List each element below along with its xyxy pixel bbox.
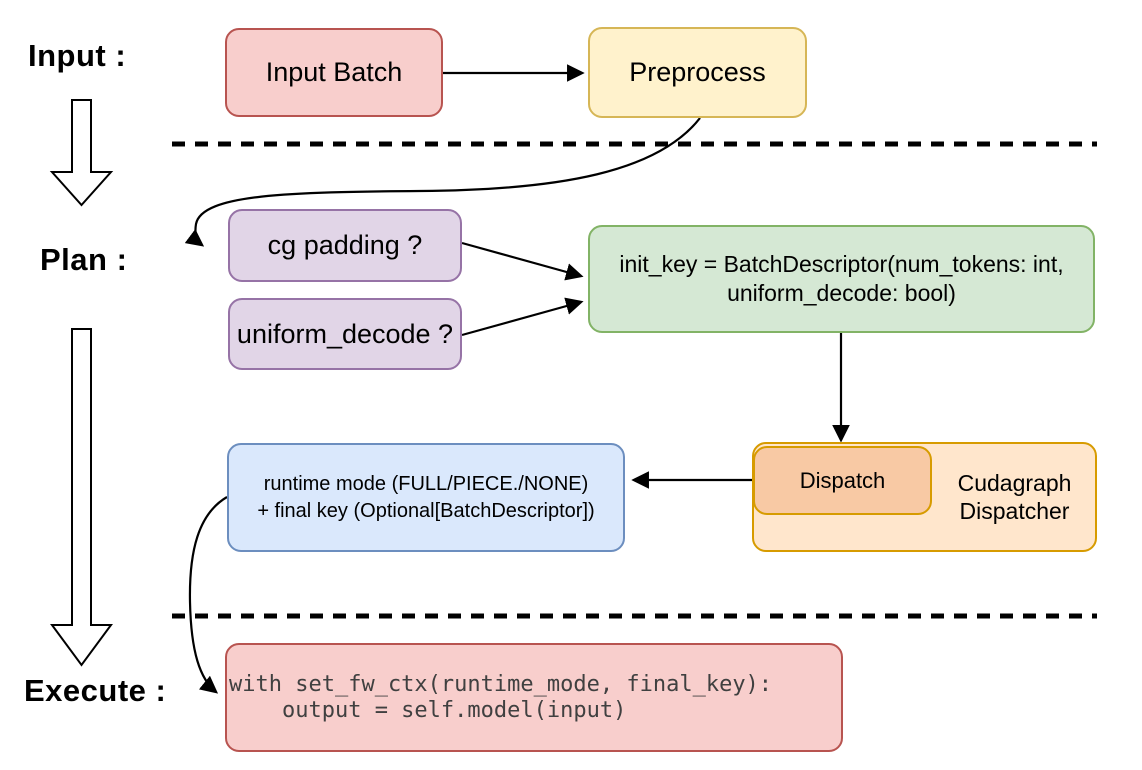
execute-code-line2: output = self.model(input) [229, 697, 627, 723]
execute-code-line1: with set_fw_ctx(runtime_mode, final_key)… [229, 671, 773, 697]
node-input-batch-label: Input Batch [265, 57, 403, 87]
node-cudagraph-dispatcher-line1: Cudagraph [957, 470, 1072, 496]
node-runtime-result-line2: + final key (Optional[BatchDescriptor]) [257, 499, 595, 522]
node-cg-padding-label: cg padding ? [267, 230, 423, 260]
stage-flow-down-arrow-long-icon [50, 328, 113, 667]
node-dispatch: Dispatch [753, 446, 932, 515]
node-input-batch: Input Batch [225, 28, 443, 117]
node-cudagraph-dispatcher-line2: Dispatcher [959, 498, 1070, 524]
node-preprocess: Preprocess [588, 27, 807, 118]
node-uniform-decode: uniform_decode ? [228, 298, 462, 370]
node-dispatch-label: Dispatch [799, 467, 886, 493]
node-uniform-decode-label: uniform_decode ? [236, 318, 454, 349]
node-execute-code: with set_fw_ctx(runtime_mode, final_key)… [225, 643, 843, 752]
connector-cg-padding-to-init-key [461, 241, 584, 281]
node-cudagraph-dispatcher-label: Cudagraph Dispatcher [932, 444, 1097, 550]
node-runtime-result-line1: runtime mode (FULL/PIECE./NONE) [263, 472, 589, 495]
connector-preprocess-to-cg-padding [184, 117, 701, 247]
node-preprocess-label: Preprocess [629, 57, 766, 87]
node-init-key: init_key = BatchDescriptor(num_tokens: i… [588, 225, 1095, 333]
stage-label-execute: Execute : [24, 673, 167, 708]
stage-label-plan: Plan : [40, 242, 128, 277]
connector-runtime-result-to-execute-code [188, 496, 228, 694]
node-init-key-line2: uniform_decode: bool) [727, 280, 956, 306]
node-cg-padding: cg padding ? [228, 209, 462, 282]
node-runtime-result: runtime mode (FULL/PIECE./NONE) + final … [227, 443, 625, 552]
stage-flow-down-arrow-icon [49, 99, 114, 207]
connector-uniform-decode-to-init-key [461, 297, 584, 337]
node-init-key-line1: init_key = BatchDescriptor(num_tokens: i… [619, 251, 1064, 277]
stage-label-input: Input : [28, 38, 127, 73]
